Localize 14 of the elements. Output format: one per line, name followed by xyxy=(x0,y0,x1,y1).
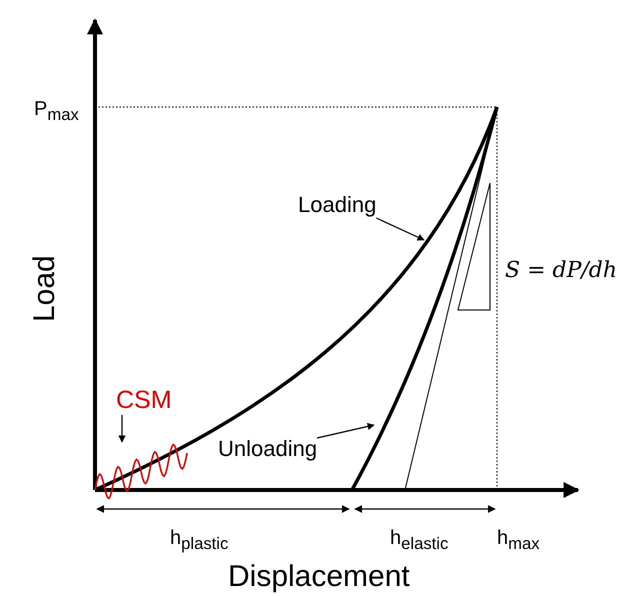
curve-label: Unloading xyxy=(218,436,318,462)
leader-arrow xyxy=(118,415,126,443)
oscillation-wave xyxy=(94,443,188,500)
dimension-label: h$_{max}$ xyxy=(497,527,540,554)
leader-arrow xyxy=(376,217,425,241)
axis-title: Displacement xyxy=(228,560,410,594)
axis-title: Load xyxy=(28,255,62,322)
curve-label: CSM xyxy=(116,386,172,415)
dimension-label: h$_{elastic}$ xyxy=(390,527,448,554)
slope-formula: S = dP/dh xyxy=(505,258,618,283)
axis-value-label: P$_{max}$ xyxy=(34,98,79,125)
dimension-label: h$_{plastic}$ xyxy=(170,527,228,554)
leader-arrow xyxy=(316,422,375,439)
curve-label: Loading xyxy=(298,192,376,218)
